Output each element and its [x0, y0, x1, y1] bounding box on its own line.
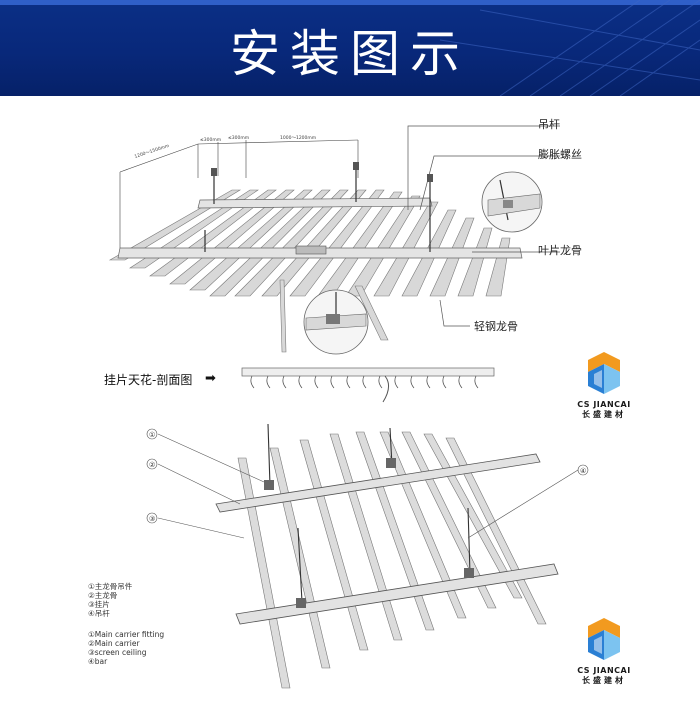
callout-3: ③ [149, 515, 155, 523]
label-blade-keel: 叶片龙骨 [538, 244, 582, 257]
callout-leaders [157, 433, 579, 539]
cs-logo-icon [588, 352, 620, 394]
page-title: 安装图示 [230, 25, 470, 83]
ceiling-blades [108, 162, 523, 353]
brand-name-cn: 长盛建材 [582, 676, 626, 685]
brand-logo: CS JIANCAI 长盛建材 [572, 350, 636, 420]
section-title: 挂片天花-剖面图 [104, 373, 193, 387]
cs-logo-icon [588, 618, 620, 660]
main-carrier-upper [215, 453, 541, 513]
legend-cn-4: ④吊杆 [88, 609, 110, 618]
brand-name-en: CS JIANCAI [577, 666, 631, 675]
legend-en-4: ④bar [88, 657, 108, 666]
header-decoration [440, 0, 700, 96]
brand-logo-bottom: CS JIANCAI 长盛建材 [572, 616, 636, 686]
arrow-right-icon: ➡ [205, 371, 216, 386]
header-accent-line [0, 0, 700, 5]
legend-en-1: ①Main carrier fitting [88, 630, 165, 639]
installation-diagram-top: 1200～1500mm ≤300mm ≤300mm 1000～1200mm [108, 125, 560, 355]
callout-1: ① [149, 431, 155, 439]
legend-cn-2: ②主龙骨 [88, 591, 118, 600]
detail-circle-2 [303, 289, 369, 355]
callout-2: ② [149, 461, 155, 469]
dim-2: ≤300mm [200, 137, 221, 143]
dimension-lines [119, 139, 359, 250]
dim-1: 1200～1500mm [134, 143, 170, 160]
dim-4: 1000～1200mm [280, 135, 316, 141]
brand-name-cn: 长盛建材 [582, 410, 626, 419]
brand-name-en: CS JIANCAI [577, 400, 631, 409]
leader-lines [407, 125, 560, 327]
installation-diagram-bottom: ① ② ③ ④ [146, 423, 589, 689]
dim-3: ≤300mm [228, 135, 249, 141]
callout-4: ④ [580, 467, 586, 475]
legend-cn-3: ③挂片 [88, 600, 110, 609]
header-banner: 安装图示 [0, 0, 700, 96]
label-expansion-screw: 膨胀螺丝 [538, 148, 582, 161]
label-light-steel-keel: 轻钢龙骨 [474, 320, 518, 333]
legend-en-3: ③screen ceiling [88, 648, 147, 657]
detail-circle-1 [481, 171, 543, 233]
cross-section-diagram [241, 367, 495, 403]
legend-en-2: ②Main carrier [88, 639, 140, 648]
bottom-blades [237, 431, 547, 689]
hanger-rods [267, 423, 471, 603]
label-hanger-rod: 吊杆 [538, 118, 560, 131]
legend-cn-1: ①主龙骨吊件 [88, 582, 133, 591]
legend-cn: ①主龙骨吊件 ②主龙骨 ③挂片 ④吊杆 [88, 582, 132, 618]
legend-en: ①Main carrier fitting ②Main carrier ③scr… [88, 630, 164, 666]
main-carrier-lower [235, 563, 559, 625]
